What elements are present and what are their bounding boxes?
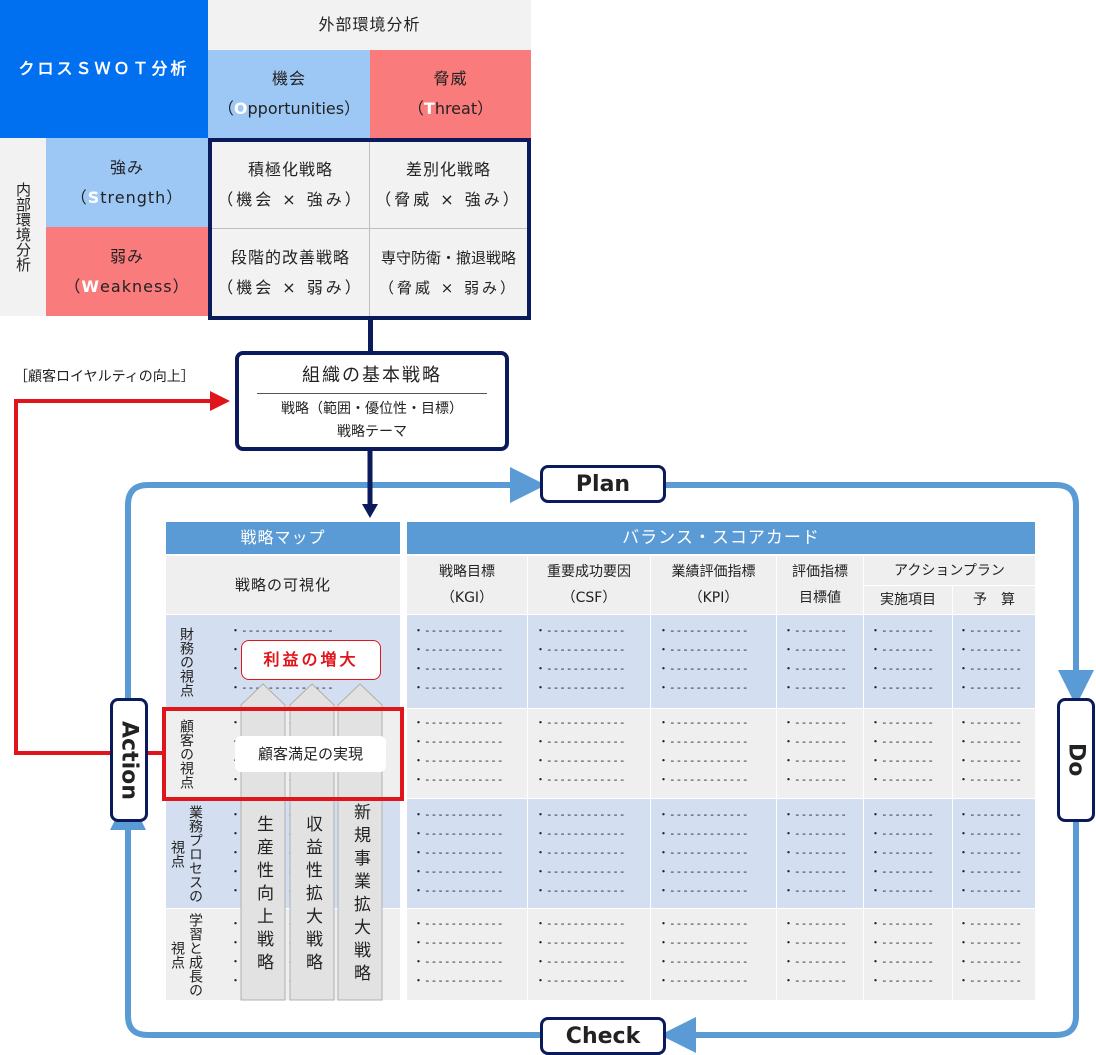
bsc-dots-r0-c5: ・-------- ・-------- ・-------- ・--------	[958, 624, 1022, 694]
bsc-dots-r0-c4: ・-------- ・-------- ・-------- ・--------	[870, 624, 934, 694]
bsc-dots-r2-c2: ・------------ ・------------ ・-----------…	[658, 808, 749, 897]
bsc-dots-r2-c3: ・-------- ・-------- ・-------- ・-------- …	[783, 808, 847, 897]
bsc-dots-r1-c0: ・------------ ・------------ ・-----------…	[413, 716, 504, 786]
loyalty-label: ［顧客ロイヤルティの向上］	[14, 369, 195, 385]
bsc-dots-r0-c2: ・------------ ・------------ ・-----------…	[658, 624, 749, 694]
bsc-dots-r0-c3: ・-------- ・-------- ・-------- ・--------	[783, 624, 847, 694]
bsc-col-kgi: 戦略目標（KGI）	[407, 556, 527, 614]
bsc-col-action-plan: アクションプラン	[864, 556, 1035, 585]
cross-strategy-grid: 積極化戦略（機会 × 強み） 差別化戦略（脅威 × 強み） 段階的改善戦略（機会…	[208, 138, 531, 320]
weakness-header: 弱み （Weakness）	[46, 227, 208, 316]
strength-en: （Strength）	[70, 187, 184, 207]
wo-strategy: 段階的改善戦略（機会 × 弱み）	[217, 247, 364, 297]
bsc-dots-r1-c2: ・------------ ・------------ ・-----------…	[658, 716, 749, 786]
bsc-dots-r1-c1: ・------------ ・------------ ・-----------…	[535, 716, 626, 786]
loop-top-right	[666, 482, 1094, 706]
bsc-row-customer	[407, 709, 1035, 798]
bsc-col-target: 評価指標目標値	[777, 556, 863, 614]
customer-satisfaction-box: 顧客満足の実現	[235, 736, 386, 772]
opportunity-en: （Opportunities）	[217, 99, 361, 118]
loop-top-left	[125, 467, 546, 698]
threat-header: 脅威 （Threat）	[370, 50, 531, 138]
bsc-dots-r3-c5: ・-------- ・-------- ・-------- ・--------	[958, 917, 1022, 987]
bsc-dots-r1-c5: ・-------- ・-------- ・-------- ・--------	[958, 716, 1022, 786]
basic-strategy-title: 組織の基本戦略	[302, 365, 442, 386]
weakness-label: 弱み	[109, 246, 144, 266]
weakness-en: （Weakness）	[64, 276, 190, 296]
st-strategy: 差別化戦略（脅威 × 強み）	[375, 160, 522, 209]
wt-strategy: 専守防衛・撤退戦略（脅威 × 弱み）	[378, 248, 519, 297]
threat-label: 脅威	[433, 69, 468, 88]
loyalty-feedback-arrow	[14, 391, 230, 755]
loop-bottom-right	[660, 820, 1079, 1053]
so-strategy: 積極化戦略（機会 × 強み）	[217, 160, 364, 209]
bsc-dots-r2-c4: ・-------- ・-------- ・-------- ・-------- …	[870, 808, 934, 897]
bsc-row-learning	[407, 909, 1035, 1000]
customer-perspective-highlight	[162, 707, 404, 801]
strategy-profitability: 収益性拡大戦略	[302, 814, 322, 976]
bsc-dots-r3-c2: ・------------ ・------------ ・-----------…	[658, 917, 749, 987]
perspective-process: 業務プロセスの視点	[169, 804, 203, 903]
basic-strategy-line2: 戦略テーマ	[337, 424, 407, 440]
external-analysis-header: 外部環境分析	[208, 0, 531, 50]
swot-title: クロスＳＷＯＴ分析	[0, 0, 208, 138]
basic-strategy-line1: 戦略（範囲・優位性・目標）	[281, 401, 463, 417]
do-label: Do	[1057, 698, 1095, 822]
bsc-row-financial	[407, 615, 1035, 708]
bsc-dots-r1-c4: ・-------- ・-------- ・-------- ・--------	[870, 716, 934, 786]
loop-bottom-left	[110, 794, 540, 1038]
basic-strategy-box: 組織の基本戦略 戦略（範囲・優位性・目標） 戦略テーマ	[235, 351, 509, 451]
internal-analysis-header: 内部環境分析	[0, 138, 46, 316]
bsc-col-budget: 予 算	[953, 586, 1035, 614]
bsc-dots-r0-c0: ・------------ ・------------ ・-----------…	[413, 624, 504, 694]
bsc-dots-r3-c3: ・-------- ・-------- ・-------- ・--------	[783, 917, 847, 987]
bsc-col-kpi: 業績評価指標（KPI）	[651, 556, 776, 614]
bsc-dots-r3-c4: ・-------- ・-------- ・-------- ・--------	[870, 917, 934, 987]
bsc-dots-r1-c3: ・-------- ・-------- ・-------- ・--------	[783, 716, 847, 786]
bsc-dots-r0-c1: ・------------ ・------------ ・-----------…	[535, 624, 626, 694]
strategy-map-subheader: 戦略の可視化	[166, 556, 400, 614]
strategy-new-business: 新規事業拡大戦略	[350, 803, 370, 987]
bsc-col-action-item: 実施項目	[864, 586, 952, 614]
bsc-dots-r2-c5: ・-------- ・-------- ・-------- ・-------- …	[958, 808, 1022, 897]
strength-header: 強み （Strength）	[46, 138, 208, 227]
strategy-productivity: 生産性向上戦略	[253, 814, 273, 976]
perspective-learning: 学習と成長の視点	[169, 912, 203, 997]
connector-line	[368, 320, 373, 352]
action-label: Action	[110, 698, 148, 822]
plan-label: Plan	[540, 465, 666, 503]
perspective-financial: 財務の視点	[178, 626, 194, 697]
bsc-col-csf: 重要成功要因（CSF）	[528, 556, 650, 614]
threat-en: （Threat）	[407, 99, 494, 118]
strategy-map-header: 戦略マップ	[166, 522, 400, 554]
bsc-dots-r3-c1: ・------------ ・------------ ・-----------…	[535, 917, 626, 987]
bsc-dots-r2-c1: ・------------ ・------------ ・-----------…	[535, 808, 626, 897]
strength-label: 強み	[109, 157, 144, 177]
bsc-row-process	[407, 799, 1035, 908]
profit-increase-box: 利益の増大	[241, 640, 381, 680]
opportunity-header: 機会 （Opportunities）	[208, 50, 370, 138]
bsc-header: バランス・スコアカード	[407, 522, 1035, 554]
bsc-dots-r3-c0: ・------------ ・------------ ・-----------…	[413, 917, 504, 987]
perspective-customer: 顧客の視点	[178, 718, 194, 789]
check-label: Check	[540, 1017, 666, 1055]
opportunity-label: 機会	[271, 69, 306, 88]
bsc-dots-r2-c0: ・------------ ・------------ ・-----------…	[413, 808, 504, 897]
